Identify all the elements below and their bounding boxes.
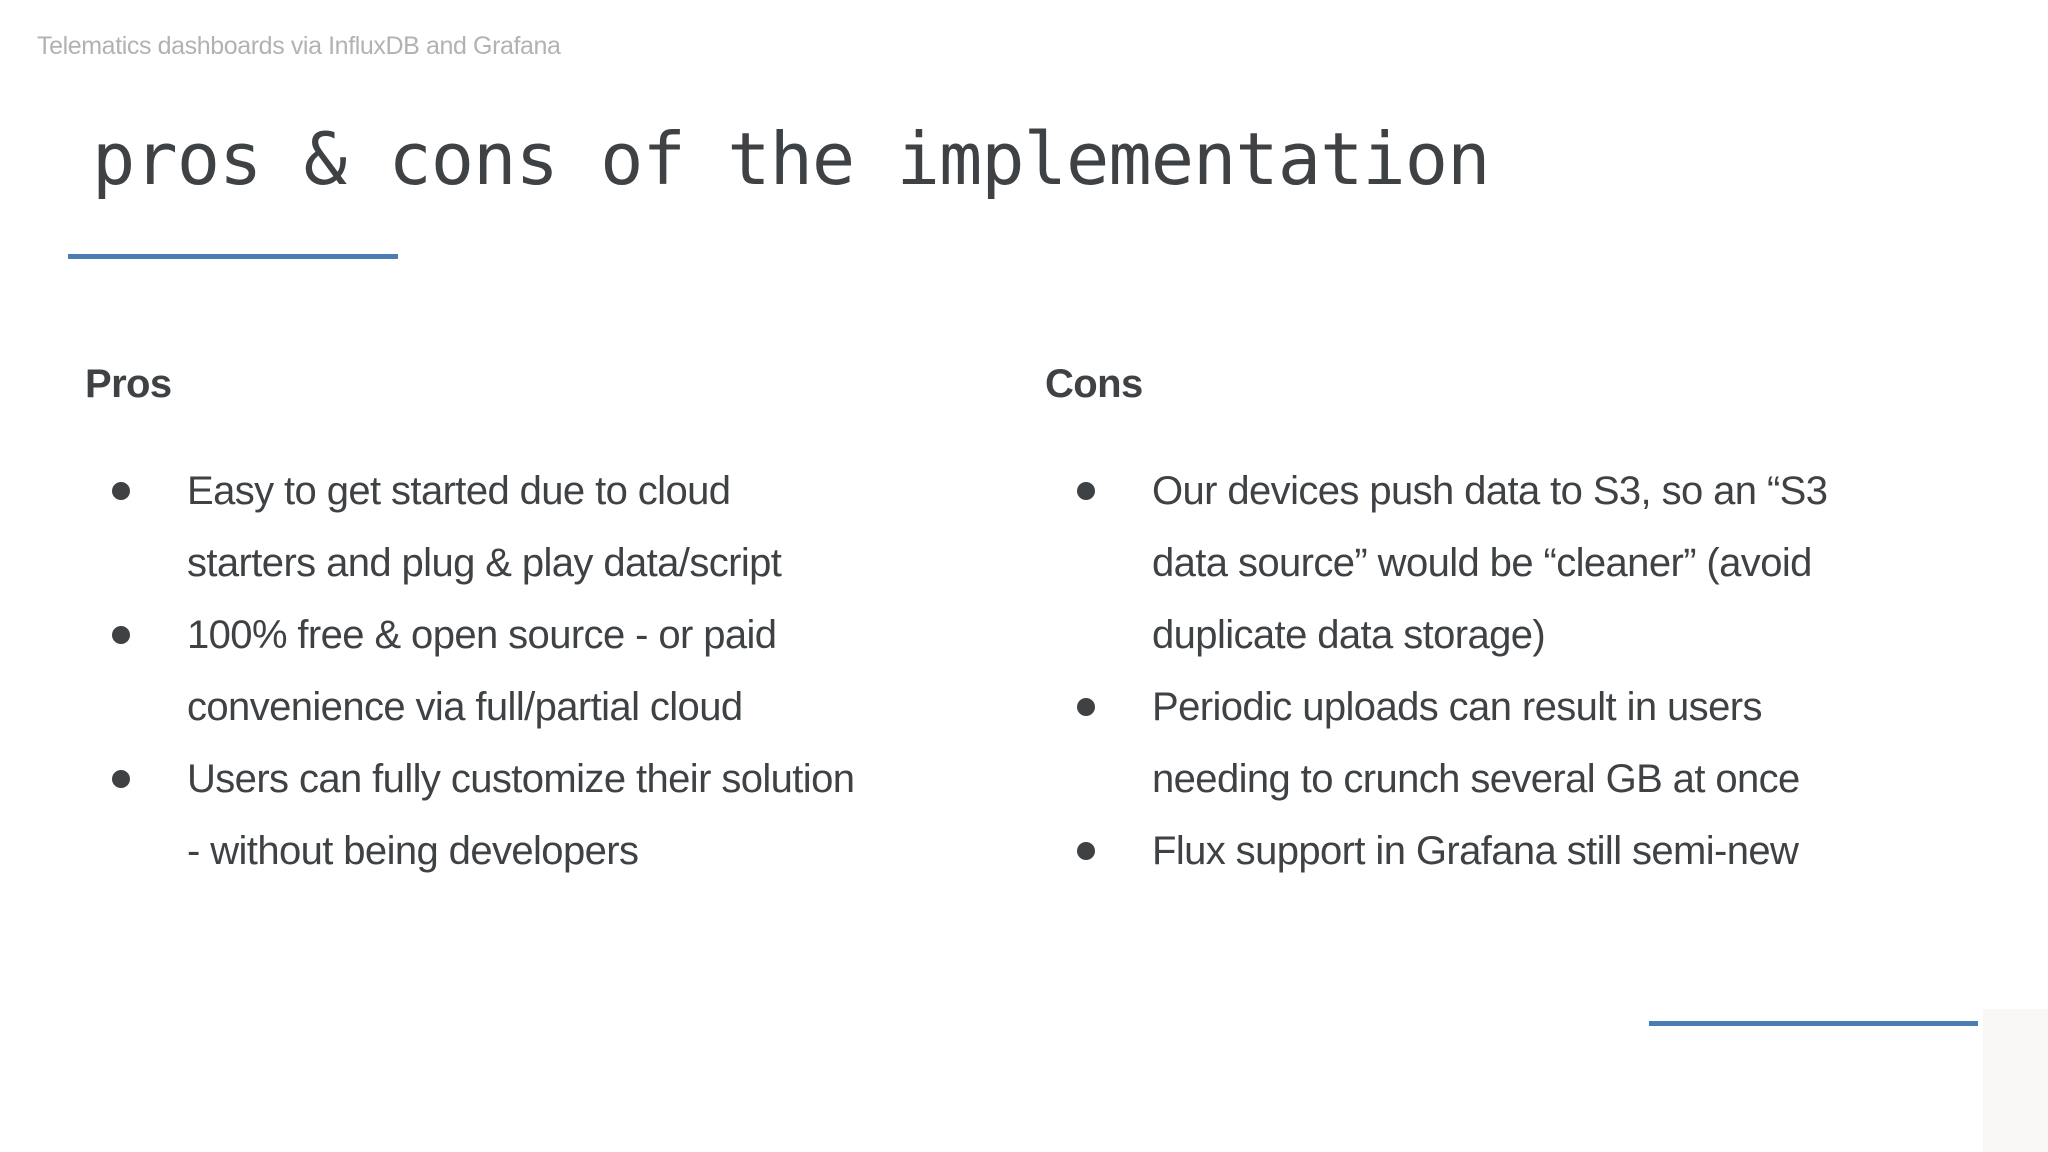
bullet-line: 100% free & open source - or paid <box>187 613 777 657</box>
pros-list: Easy to get started due to cloud starter… <box>111 455 855 887</box>
bullet-line: starters and plug & play data/script <box>187 541 782 585</box>
deck-subtitle: Telematics dashboards via InfluxDB and G… <box>37 32 561 60</box>
bullet-line: needing to crunch several GB at once <box>1152 757 1800 801</box>
list-item: Flux support in Grafana still semi-new <box>1076 815 1827 887</box>
bullet-line: Users can fully customize their solution <box>187 757 855 801</box>
bullet-line: Flux support in Grafana still semi-new <box>1152 829 1799 873</box>
list-item: Our devices push data to S3, so an “S3 d… <box>1076 455 1828 671</box>
corner-accent <box>1983 1009 2048 1152</box>
title-underline <box>68 254 398 259</box>
cons-heading: Cons <box>1045 362 1143 406</box>
pros-heading: Pros <box>85 362 172 406</box>
list-item: 100% free & open source - or paid conven… <box>111 599 854 743</box>
cons-list: Our devices push data to S3, so an “S3 d… <box>1076 455 1828 887</box>
bullet-line: data source” would be “cleaner” (avoid <box>1152 541 1812 585</box>
bullet-line: Our devices push data to S3, so an “S3 <box>1152 469 1828 513</box>
list-item: Periodic uploads can result in users nee… <box>1076 671 1827 815</box>
slide-title: pros & cons of the implementation <box>92 117 1490 201</box>
footer-underline <box>1649 1021 1978 1026</box>
bullet-line: convenience via full/partial cloud <box>187 685 743 729</box>
list-item: Easy to get started due to cloud starter… <box>111 455 854 599</box>
bullet-line: - without being developers <box>187 829 639 873</box>
bullet-line: Periodic uploads can result in users <box>1152 685 1762 729</box>
bullet-line: Easy to get started due to cloud <box>187 469 731 513</box>
bullet-line: duplicate data storage) <box>1152 613 1546 657</box>
list-item: Users can fully customize their solution… <box>111 743 855 887</box>
